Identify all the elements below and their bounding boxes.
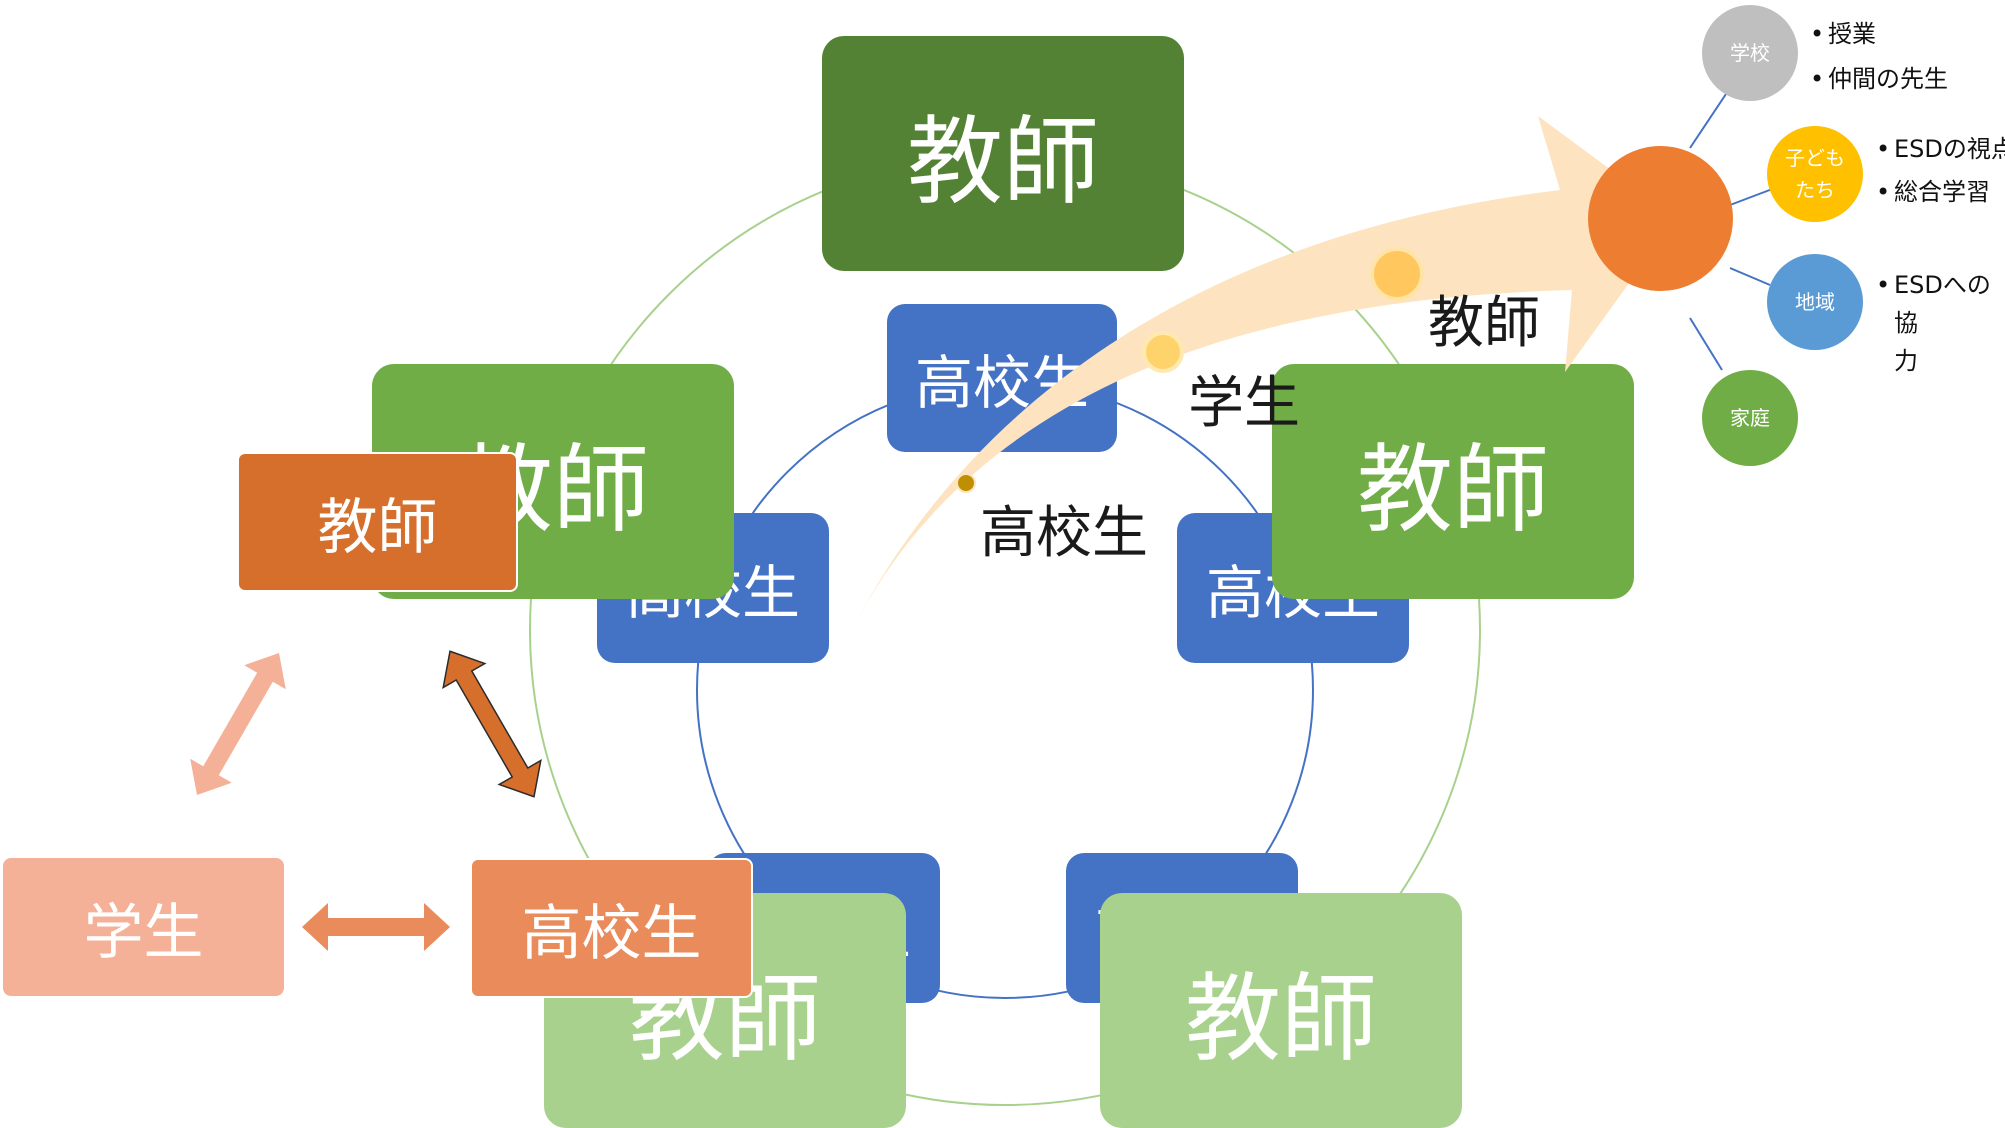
connector-family xyxy=(1689,317,1723,371)
triad-teacher-box: 教師 xyxy=(237,452,518,592)
arrow-teacher-hs-student xyxy=(442,650,542,798)
cycle-teacher-box-right: 教師 xyxy=(1272,364,1634,599)
stage-dot-2 xyxy=(1142,331,1184,373)
community-item: ESDへの協 力 xyxy=(1876,266,2005,380)
network-node-community: 地域 xyxy=(1767,254,1863,350)
children-item: 総合学習 xyxy=(1876,171,2005,214)
triad-student-box: 学生 xyxy=(3,858,284,996)
growth-arrow-shape xyxy=(852,116,1676,630)
network-node-school: 学校 xyxy=(1702,5,1798,101)
children-item: ESDの視点 xyxy=(1876,128,2005,171)
arrow-student-teacher xyxy=(190,652,286,796)
arrow-stage-hs-student: 高校生 xyxy=(980,501,1148,566)
network-node-children: 子ども たち xyxy=(1767,126,1863,222)
arrow-stage-student: 学生 xyxy=(1188,371,1300,436)
arrow-stage-teacher: 教師 xyxy=(1428,291,1540,356)
school-item: 仲間の先生 xyxy=(1810,57,1948,102)
network-hub xyxy=(1588,146,1733,291)
school-bullets: 授業 仲間の先生 xyxy=(1810,12,1948,102)
community-bullets: ESDへの協 力 xyxy=(1876,266,2005,380)
stage-dot-1 xyxy=(956,473,976,493)
connector-community xyxy=(1729,267,1771,286)
school-item: 授業 xyxy=(1810,12,1948,57)
cycle-teacher-box-top: 教師 xyxy=(822,36,1184,271)
cycle-teacher-box-bottom-left: 教師 xyxy=(544,893,906,1128)
arrow-student-hs-student xyxy=(302,903,450,951)
triad-hs-student-box: 高校生 xyxy=(470,858,753,998)
children-bullets: ESDの視点 総合学習 xyxy=(1876,128,2005,214)
cycle-teacher-box-bottom-right: 教師 xyxy=(1100,893,1462,1128)
connector-children xyxy=(1729,187,1776,206)
network-node-family: 家庭 xyxy=(1702,370,1798,466)
stage-dot-3 xyxy=(1370,247,1424,301)
